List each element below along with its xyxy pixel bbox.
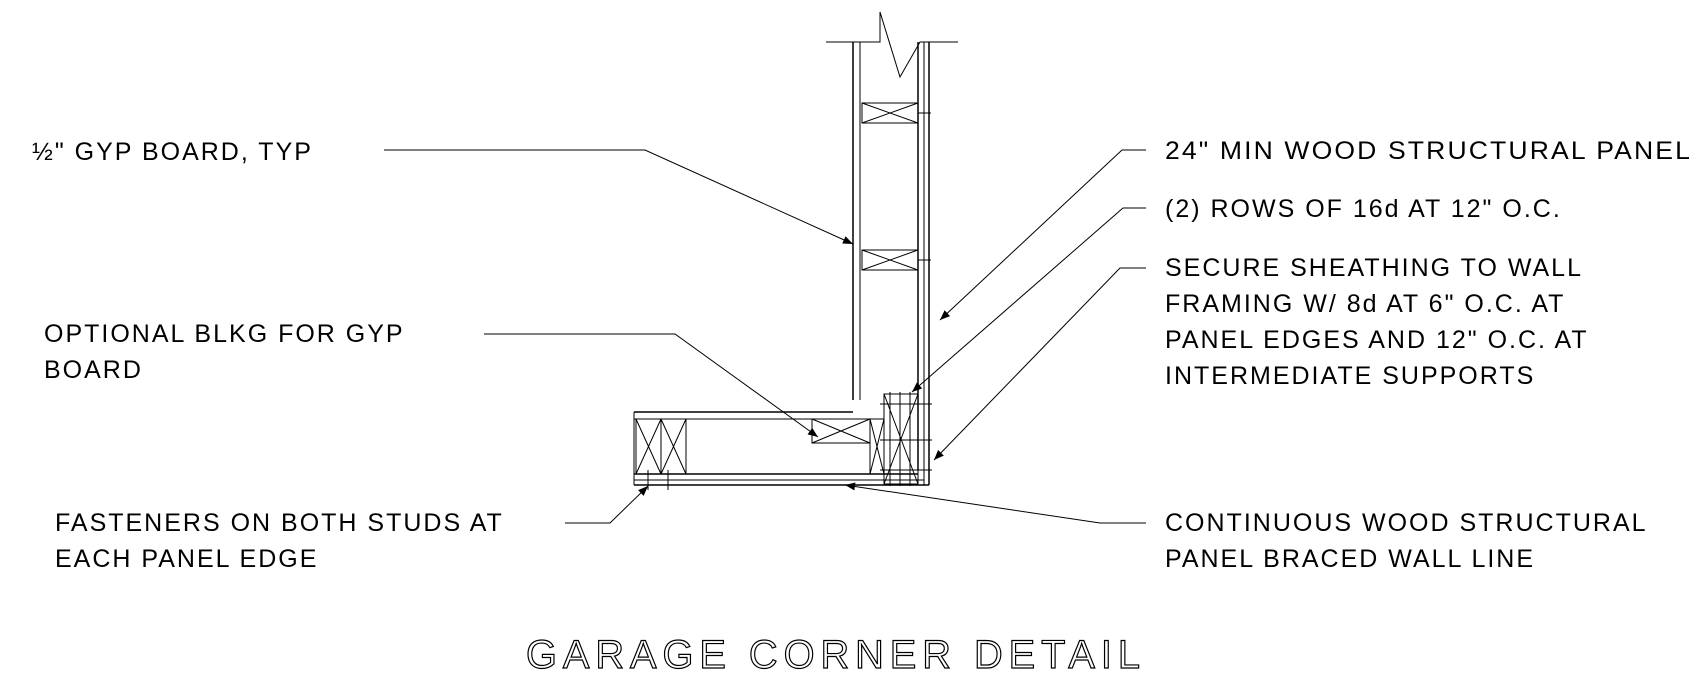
secure-sheathing-label-line-1: SECURE SHEATHING TO WALL [1165,254,1583,282]
secure-sheathing-label-line-4: INTERMEDIATE SUPPORTS [1165,362,1535,390]
leader-lines [384,149,1146,524]
drawing-title: GARAGE CORNER DETAIL [526,633,1146,677]
vertical-wall [826,11,958,486]
continuous-panel-leader [844,482,1146,524]
optional-blkg-label-line-1: OPTIONAL BLKG FOR GYP [44,320,405,348]
fasteners-label-line-1: FASTENERS ON BOTH STUDS AT [55,509,504,537]
fasteners-leader [565,485,649,524]
optional-blkg-leader [484,333,819,438]
continuous-panel-label-line-2: PANEL BRACED WALL LINE [1165,545,1535,573]
min-panel-leader [939,149,1146,321]
continuous-panel-label-line-1: CONTINUOUS WOOD STRUCTURAL [1165,509,1648,537]
fasteners-label-line-2: EACH PANEL EDGE [55,545,318,573]
rows-16d-label: (2) ROWS OF 16d AT 12" O.C. [1165,195,1562,223]
optional-blkg-label-line-2: BOARD [44,356,143,384]
secure-sheathing-label-line-2: FRAMING W/ 8d AT 6" O.C. AT [1165,290,1565,318]
horizontal-wall [633,411,929,490]
secure-sheathing-leader [933,267,1146,461]
break-line [826,11,958,79]
gyp-board-leader [384,149,854,245]
secure-sheathing-label-line-3: PANEL EDGES AND 12" O.C. AT [1165,326,1589,354]
gyp-board-label: ½" GYP BOARD, TYP [32,138,313,166]
rows-16d-leader [911,207,1146,393]
min-panel-label: 24" MIN WOOD STRUCTURAL PANEL [1165,137,1692,165]
